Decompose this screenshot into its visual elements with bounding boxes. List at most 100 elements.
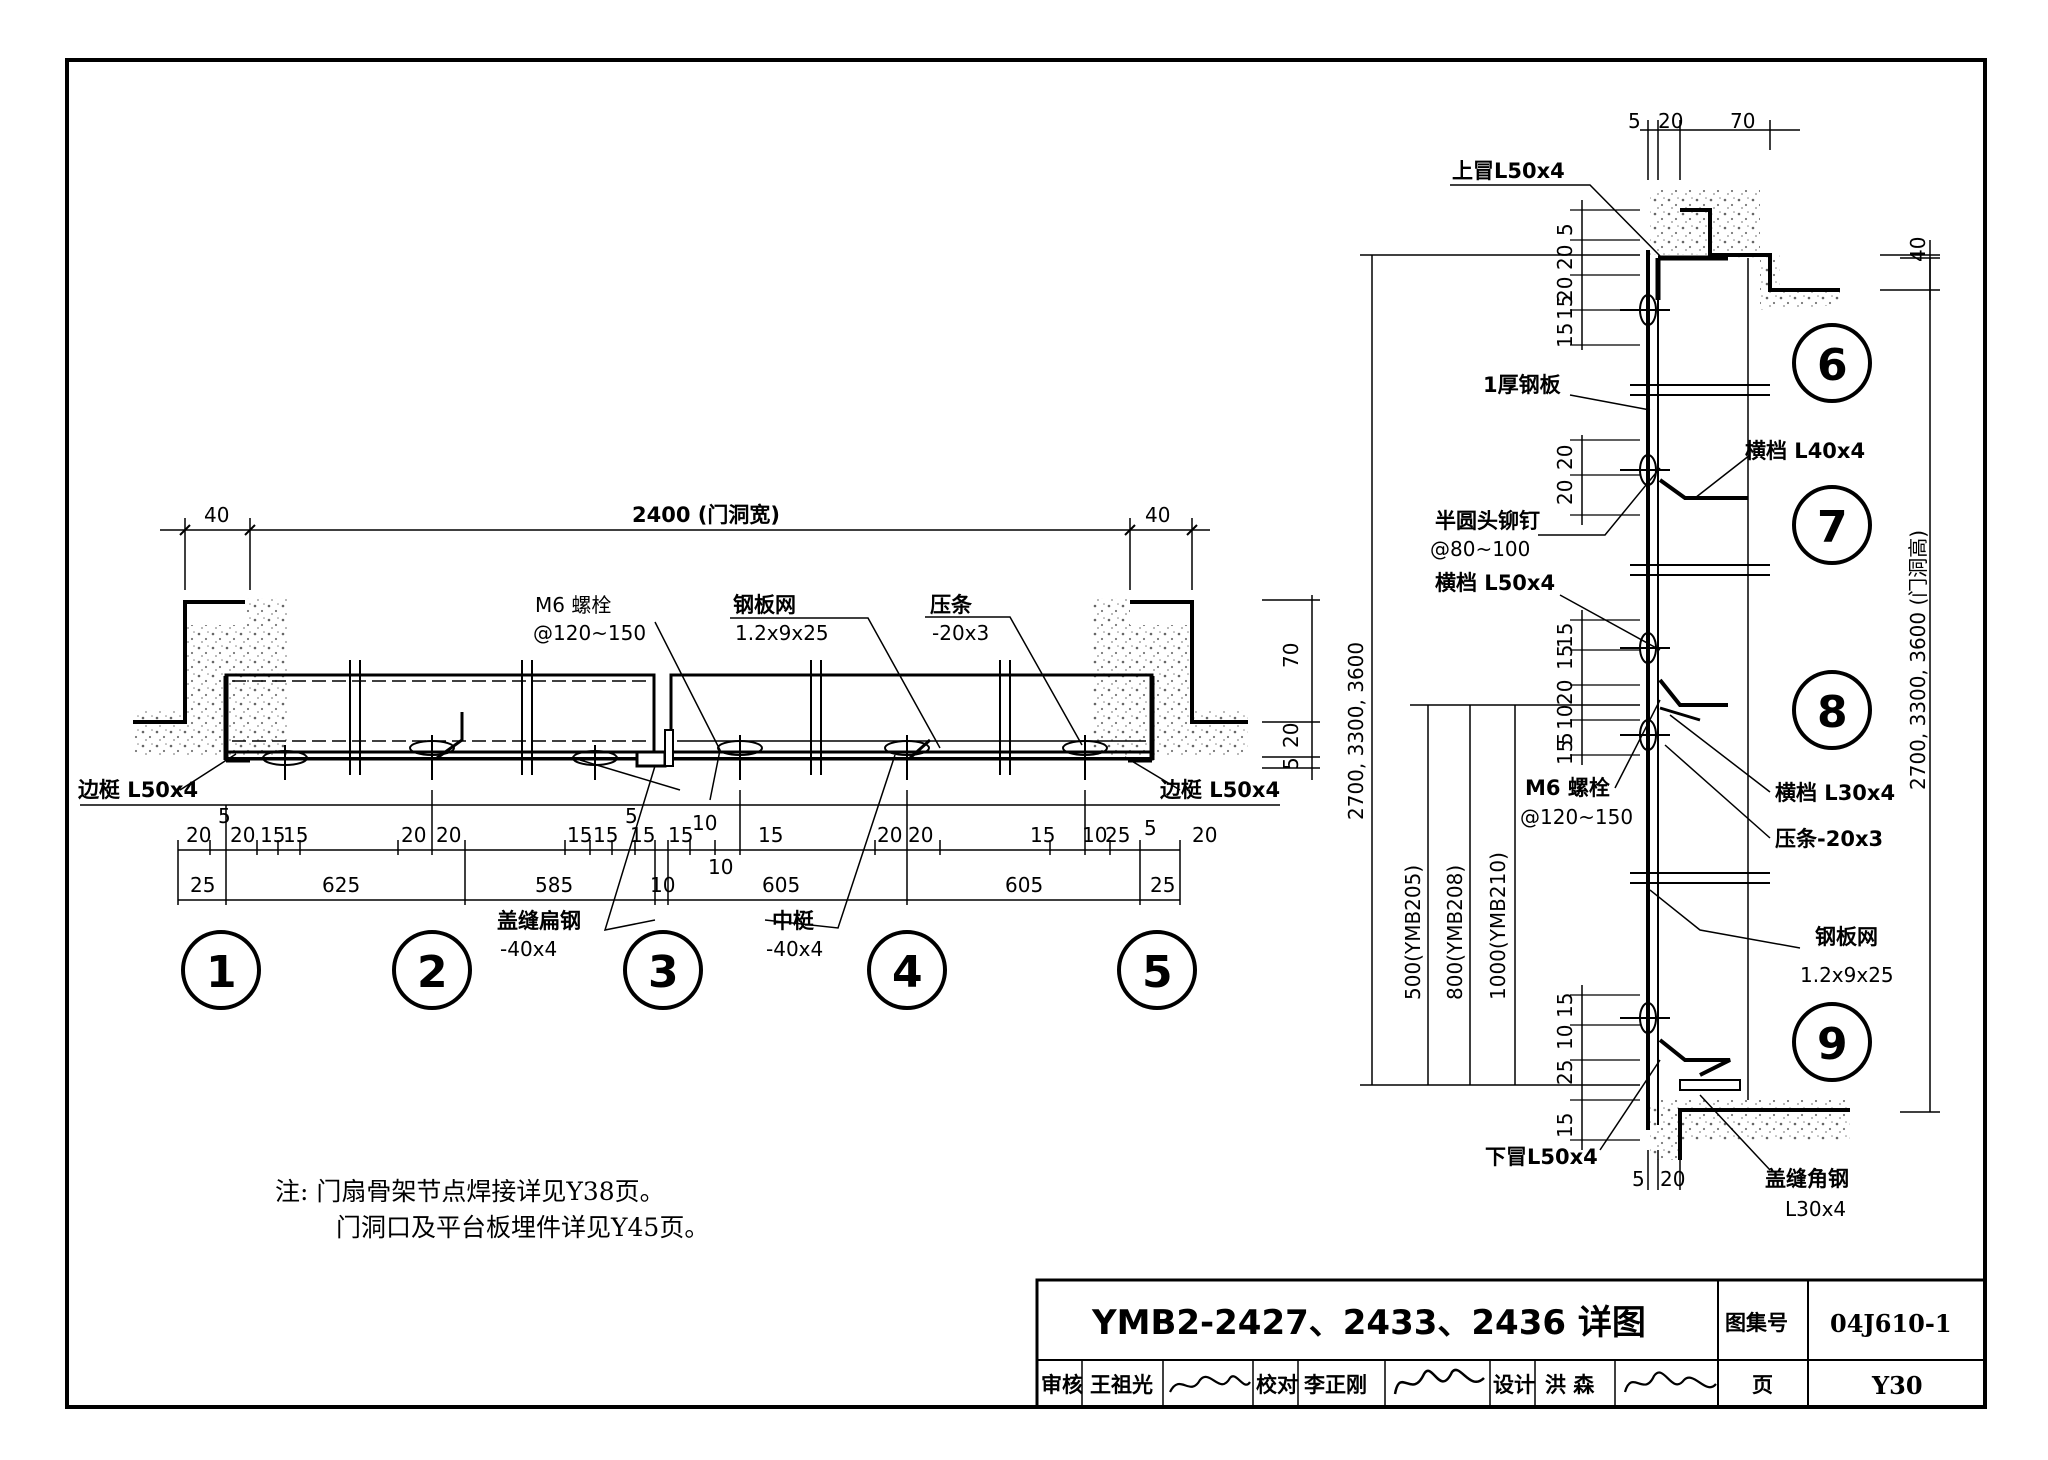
dim-25-right: 25 bbox=[1150, 873, 1175, 897]
marker-9: 9 bbox=[1817, 1019, 1848, 1070]
dimension-label: 15 bbox=[567, 823, 592, 847]
design-name: 洪 森 bbox=[1545, 1372, 1595, 1397]
marker-6-circle bbox=[1792, 323, 1872, 403]
marker-2-circle bbox=[392, 930, 472, 1010]
dim-605-b: 605 bbox=[1005, 873, 1043, 897]
dimension-label: 20 bbox=[1192, 823, 1217, 847]
mesh-label: 钢板网 bbox=[1815, 925, 1878, 949]
depth-20-dim: 20 bbox=[1279, 723, 1303, 748]
dimension-label: 20 bbox=[1660, 1167, 1685, 1191]
marker-8: 8 bbox=[1817, 687, 1848, 738]
dimension-label: 15 bbox=[1553, 323, 1577, 348]
m6-bolt-label: M6 螺栓 bbox=[535, 593, 611, 617]
check-label: 校对 bbox=[1256, 1372, 1298, 1397]
bolt-spacing-label: @120~150 bbox=[1520, 805, 1633, 829]
sheet-border bbox=[65, 58, 1987, 1409]
dimension-label: 25 bbox=[1553, 1060, 1577, 1085]
rivet-spacing-label: @80~100 bbox=[1430, 537, 1530, 561]
edge-stile-left-label: 边梃 L50x4 bbox=[78, 778, 198, 802]
dimension-label: 5 bbox=[625, 804, 638, 828]
dimension-label: 15 bbox=[1553, 740, 1577, 765]
marker-9-circle bbox=[1792, 1002, 1872, 1082]
mid-stile-spec-label: -40x4 bbox=[766, 937, 823, 961]
dim-605-a: 605 bbox=[762, 873, 800, 897]
dimension-label: 20 bbox=[436, 823, 461, 847]
marker-2: 2 bbox=[417, 947, 448, 998]
review-signature bbox=[1169, 1375, 1251, 1393]
dimension-label: 5 bbox=[1144, 816, 1157, 840]
dimension-label: 800(YMB208) bbox=[1443, 865, 1467, 1000]
section-view bbox=[1360, 120, 1940, 1190]
cover-flat-spec-label: -40x4 bbox=[500, 937, 557, 961]
dimension-label: 15 bbox=[630, 823, 655, 847]
dimension-label: 10 bbox=[1082, 823, 1107, 847]
dimension-label: 15 bbox=[1553, 993, 1577, 1018]
review-label: 审核 bbox=[1041, 1372, 1083, 1397]
bottom-head-label: 下冒L50x4 bbox=[1485, 1145, 1598, 1169]
outer-height-dim: 2700, 3300, 3600 bbox=[1344, 642, 1368, 820]
pressure-strip-label: 压条 bbox=[930, 593, 973, 617]
dimension-label: 20 bbox=[1553, 680, 1577, 705]
dimension-label: 20 bbox=[401, 823, 426, 847]
marker-1: 1 bbox=[206, 947, 237, 998]
dimension-label: 10 bbox=[1553, 1025, 1577, 1050]
depth-70-dim: 70 bbox=[1279, 643, 1303, 668]
rail-l30-label: 横档 L30x4 bbox=[1775, 781, 1895, 805]
dimension-label: 1000(YMB210) bbox=[1486, 852, 1510, 1000]
dimension-label: 5 bbox=[1632, 1167, 1645, 1191]
opening-height-dim: 2700, 3300, 3600 (门洞高) bbox=[1906, 530, 1930, 790]
plan-text: 40 2400 (门洞宽) 40 70 20 5 M6 螺栓 @120~150 … bbox=[78, 503, 1303, 998]
steel-mesh-spec-label: 1.2x9x25 bbox=[735, 621, 829, 645]
bottom-floor-concrete bbox=[1650, 1100, 1850, 1160]
marker-1-circle bbox=[181, 930, 261, 1010]
dimension-label: 20 bbox=[1658, 109, 1683, 133]
right-offset-dim: 40 bbox=[1145, 503, 1170, 527]
note-line-1: 注: 门扇骨架节点焊接详见Y38页。 bbox=[275, 1177, 665, 1206]
dim-10: 10 bbox=[650, 873, 675, 897]
dimension-label: 70 bbox=[1730, 109, 1755, 133]
right-leaf-frame bbox=[669, 673, 1154, 761]
dimension-label: 15 bbox=[1553, 645, 1577, 670]
dimension-label: 25 bbox=[1105, 823, 1130, 847]
opening-width-dim: 2400 (门洞宽) bbox=[632, 503, 780, 527]
left-offset-dim: 40 bbox=[204, 503, 229, 527]
dimension-label: 20 bbox=[1553, 480, 1577, 505]
dimension-label: 10 bbox=[1553, 705, 1577, 730]
title-block bbox=[1035, 1278, 1987, 1409]
dimension-label: 20 bbox=[1553, 245, 1577, 270]
mesh-spec-label: 1.2x9x25 bbox=[1800, 963, 1894, 987]
rail-l40-label: 横档 L40x4 bbox=[1745, 439, 1865, 463]
marker-4: 4 bbox=[892, 947, 923, 998]
dimension-label: 15 bbox=[1030, 823, 1055, 847]
top-head-label: 上冒L50x4 bbox=[1452, 159, 1565, 183]
dimension-label: 20 bbox=[230, 823, 255, 847]
drawing-title: YMB2-2427、2433、2436 详图 bbox=[1091, 1303, 1646, 1343]
marker-8-circle bbox=[1792, 670, 1872, 750]
dimension-label: 15 bbox=[1553, 1113, 1577, 1138]
rail-l50-label: 横档 L50x4 bbox=[1435, 571, 1555, 595]
design-label: 设计 bbox=[1493, 1372, 1535, 1397]
right-wall-concrete bbox=[1092, 598, 1248, 757]
dimension-label: 5 bbox=[1553, 223, 1577, 236]
page-label: 页 bbox=[1752, 1372, 1773, 1397]
mid-stile-label: 中梃 bbox=[772, 909, 814, 933]
m6-bolt-spacing-label: @120~150 bbox=[533, 621, 646, 645]
plan-view bbox=[80, 518, 1320, 1010]
atlas-number: 04J610-1 bbox=[1830, 1309, 1952, 1338]
dimension-label: 15 bbox=[260, 823, 285, 847]
cover-angle-label: 盖缝角钢 bbox=[1765, 1167, 1849, 1191]
note-line-2: 门洞口及平台板埋件详见Y45页。 bbox=[336, 1213, 709, 1242]
top-lintel-concrete bbox=[1650, 190, 1840, 310]
marker-3-circle bbox=[623, 930, 703, 1010]
section-text: 5 20 70 40 2700, 3300, 3600 2700, 3300, … bbox=[1344, 109, 1930, 1221]
marker-7: 7 bbox=[1817, 502, 1848, 553]
dimension-label: 15 bbox=[1553, 295, 1577, 320]
depth-5-dim: 5 bbox=[1279, 757, 1303, 770]
check-name: 李正刚 bbox=[1303, 1372, 1367, 1397]
steel-mesh-label: 钢板网 bbox=[733, 593, 796, 617]
dimension-label: 40 bbox=[1906, 237, 1930, 262]
cover-angle-spec-label: L30x4 bbox=[1785, 1197, 1846, 1221]
dim-625: 625 bbox=[322, 873, 360, 897]
dimension-label: 500(YMB205) bbox=[1401, 865, 1425, 1000]
